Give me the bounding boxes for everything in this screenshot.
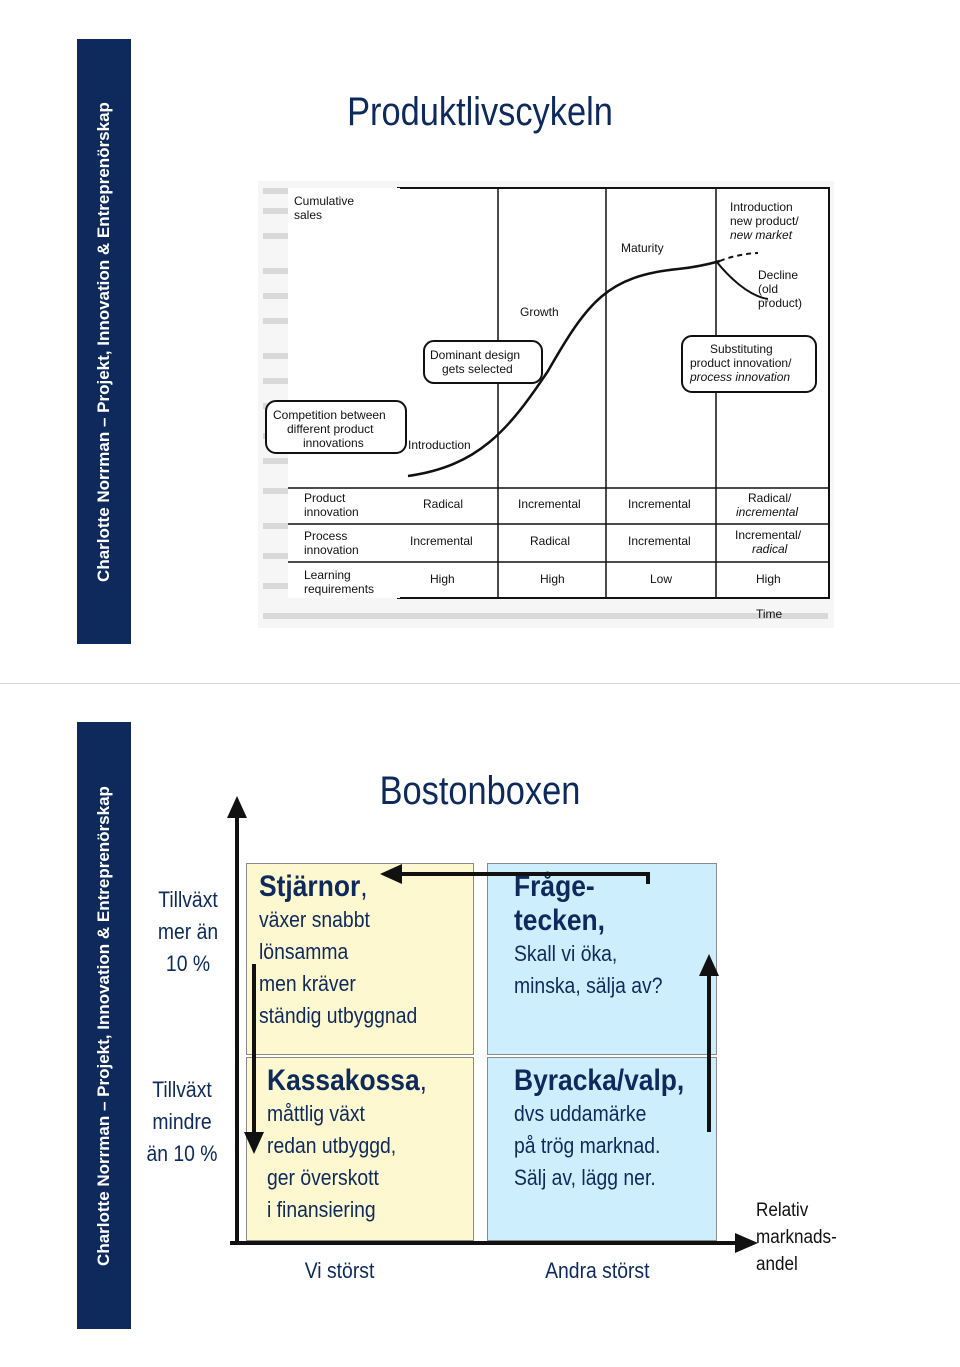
growth-low-line: mindre xyxy=(152,1109,212,1134)
row-label-process: Process innovation xyxy=(304,529,359,557)
slide-boston-box: Charlotte Norrman – Projekt, Innovation … xyxy=(0,684,960,1367)
decline-label: Decline (old product) xyxy=(758,268,802,310)
x-axis-label-line: marknads- xyxy=(756,1227,837,1248)
slide-divider xyxy=(0,683,960,684)
quadrant-text-line: på trög marknad. xyxy=(514,1133,661,1158)
cell-learning-intro: High xyxy=(430,572,455,586)
quadrant-text-line: ständig utbyggnad xyxy=(259,1003,418,1028)
quadrant-text-line: lönsamma xyxy=(259,939,349,964)
arrow-down-icon xyxy=(244,1132,264,1154)
product-life-cycle-diagram: Introduction Growth Maturity Cumulative … xyxy=(258,181,834,628)
cell-product-intro: Radical xyxy=(423,497,463,511)
x-axis-label-line: andel xyxy=(756,1254,798,1275)
cell-process-growth: Radical xyxy=(530,534,570,548)
quadrant-dog: Byracka/valp, dvs uddamärke på trög mark… xyxy=(487,1057,717,1241)
diagram-svg: Introduction Growth Maturity Cumulative … xyxy=(258,181,834,628)
growth-low-line: Tillväxt xyxy=(152,1077,212,1102)
quadrant-cash-cow: Kassakossa, måttlig växt redan utbyggd, … xyxy=(246,1057,474,1241)
slide-product-life-cycle: Charlotte Norrman – Projekt, Innovation … xyxy=(0,0,960,683)
cell-process-maturity: Incremental xyxy=(628,534,691,548)
growth-low-line: än 10 % xyxy=(146,1141,218,1166)
cell-learning-growth: High xyxy=(540,572,565,586)
growth-low-label: Tillväxt mindre än 10 % xyxy=(136,1074,228,1170)
growth-high-line: mer än xyxy=(157,919,219,944)
cell-learning-maturity: Low xyxy=(650,572,672,586)
page-title: Bostonboxen xyxy=(379,769,581,813)
decline-curve xyxy=(719,252,759,262)
life-cycle-curve xyxy=(407,259,721,478)
callout-dominant-text: Dominant design gets selected xyxy=(430,348,523,376)
row-label-learning: Learning requirements xyxy=(304,568,374,596)
curve-label-growth: Growth xyxy=(520,305,559,319)
x-axis-label: Time xyxy=(756,607,783,621)
x-axis-arrow-icon xyxy=(735,1233,758,1253)
growth-high-label: Tillväxt mer än 10 % xyxy=(146,884,230,980)
quadrant-title: tecken, xyxy=(514,904,605,937)
cell-learning-new: High xyxy=(756,572,781,586)
sidebar-banner: Charlotte Norrman – Projekt, Innovation … xyxy=(77,722,131,1329)
x-label-second: Andra störst xyxy=(545,1258,650,1283)
quadrant-text-line: men kräver xyxy=(259,971,356,996)
growth-high-line: 10 % xyxy=(165,951,211,976)
quadrant-title: Kassakossa, xyxy=(267,1064,427,1097)
quadrant-text-line: ger överskott xyxy=(267,1165,379,1190)
page-title: Produktlivscykeln xyxy=(347,90,613,134)
callout-competition-text: Competition between different product in… xyxy=(273,408,389,450)
quadrant-text-line: Skall vi öka, xyxy=(514,941,618,966)
sidebar-banner: Charlotte Norrman – Projekt, Innovation … xyxy=(77,39,131,644)
curve-label-introduction: Introduction xyxy=(408,438,471,452)
sidebar-author-text: Charlotte Norrman – Projekt, Innovation … xyxy=(94,101,113,582)
arrow-up-icon xyxy=(699,954,719,976)
cell-product-maturity: Incremental xyxy=(628,497,691,511)
quadrant-stars: Stjärnor, växer snabbt lönsamma men kräv… xyxy=(246,863,474,1055)
cell-product-new: Radical/ incremental xyxy=(736,491,798,519)
row-label-product: Product innovation xyxy=(304,491,359,519)
arrow-left-icon xyxy=(380,864,402,884)
callout-competition xyxy=(265,400,407,454)
quadrant-text-line: redan utbyggd, xyxy=(267,1133,397,1158)
quadrant-text-line: växer snabbt xyxy=(259,907,370,932)
quadrant-text-line: i finansiering xyxy=(267,1197,376,1222)
callout-substituting-text: Substituting product innovation/ process… xyxy=(689,342,795,384)
new-product-area xyxy=(724,193,828,245)
cell-process-new: Incremental/ radical xyxy=(735,528,804,556)
growth-high-line: Tillväxt xyxy=(158,887,218,912)
boston-box-axes xyxy=(227,796,758,1253)
callout-substituting xyxy=(681,335,817,393)
quadrant-title: Stjärnor, xyxy=(259,870,368,903)
x-label-largest: Vi störst xyxy=(304,1258,375,1283)
y-axis-label: Cumulative sales xyxy=(294,194,357,222)
callout-dominant-design xyxy=(423,340,543,384)
x-axis-label-line: Relativ xyxy=(756,1200,809,1221)
quadrant-title: Byracka/valp, xyxy=(514,1064,685,1097)
curve-label-maturity: Maturity xyxy=(621,241,664,255)
cell-product-growth: Incremental xyxy=(518,497,581,511)
quadrant-text-line: Sälj av, lägg ner. xyxy=(514,1165,656,1190)
quadrant-text-line: minska, sälja av? xyxy=(514,973,663,998)
row-label-area xyxy=(288,488,400,598)
cell-process-intro: Incremental xyxy=(410,534,473,548)
arrow-question-to-stars xyxy=(400,872,650,884)
substitute-curve xyxy=(715,260,769,300)
new-product-label: Introduction new product/ new market xyxy=(730,200,802,242)
x-axis-label: Relativ marknads- andel xyxy=(756,1197,837,1278)
y-axis-arrow-icon xyxy=(227,796,247,818)
quadrant-text-line: dvs uddamärke xyxy=(514,1101,647,1126)
quadrant-text-line: måttlig växt xyxy=(267,1101,365,1126)
